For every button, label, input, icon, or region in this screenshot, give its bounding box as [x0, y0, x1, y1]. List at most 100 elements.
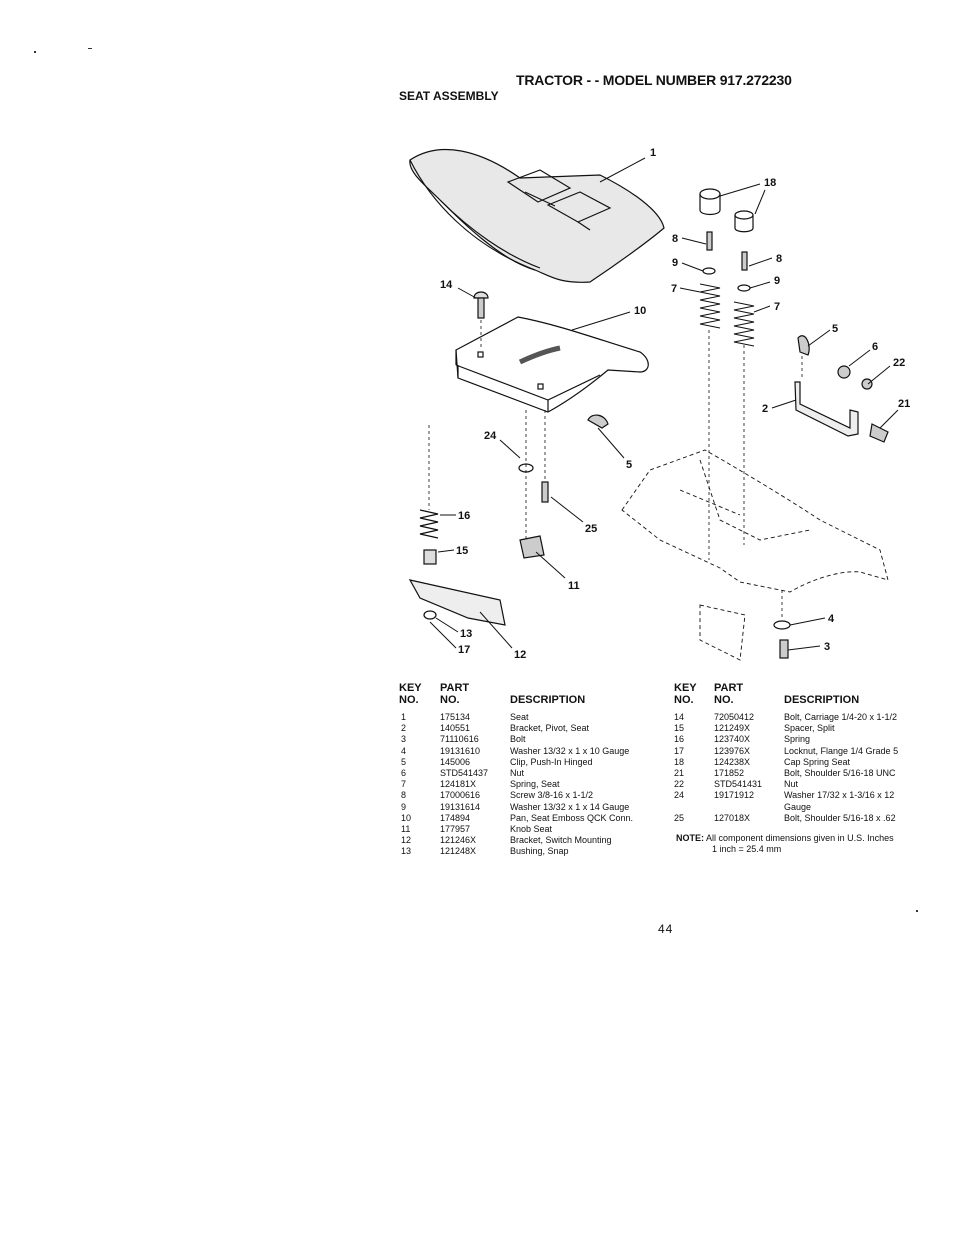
callout-label: 7 — [671, 283, 677, 295]
part-number-cell: 123740X — [714, 734, 751, 745]
callout-label: 8 — [776, 253, 782, 265]
callout-label: 8 — [672, 233, 678, 245]
callout-label: 13 — [460, 628, 472, 640]
callout-label: 5 — [626, 459, 632, 471]
description-cell: Seat — [510, 712, 529, 722]
description-cell: Clip, Push-In Hinged — [510, 756, 593, 767]
seat-part — [409, 148, 665, 283]
clip-part — [587, 414, 609, 429]
description-cell: Bolt, Shoulder 5/16-18 UNC — [784, 767, 896, 778]
part-number-cell: 71110616 — [440, 734, 479, 745]
callout-label: 2 — [762, 403, 768, 415]
callout-label: 9 — [774, 275, 780, 287]
part-number-cell: 177957 — [440, 823, 471, 834]
part-number-cell: STD541431 — [714, 779, 763, 790]
callout-label: 6 — [872, 341, 878, 353]
key-cell: 21 — [674, 767, 685, 778]
description-cell: Cap Spring Seat — [784, 756, 851, 767]
callout-label: 12 — [514, 649, 526, 661]
description-cell: Washer 17/32 x 1-3/16 x 12 — [784, 790, 895, 801]
key-cell: 11 — [401, 823, 411, 834]
callout-label: 16 — [458, 510, 470, 522]
part-number-cell: 19131610 — [440, 745, 481, 756]
callout-label: 10 — [634, 305, 646, 317]
key-cell: 4 — [401, 745, 407, 756]
description-cell: Screw 3/8-16 x 1-1/2 — [510, 790, 594, 801]
description-cell: Spacer, Split — [784, 723, 835, 734]
callout-label: 3 — [824, 641, 830, 653]
key-cell: 6 — [401, 767, 407, 778]
key-cell: 7 — [401, 779, 407, 790]
part-number-cell: 72050412 — [714, 712, 755, 722]
part-number-cell: 121246X — [440, 835, 477, 846]
shoulder-bolt-part — [541, 481, 549, 503]
part-number-cell: 123976X — [714, 745, 751, 756]
switch-bracket-part — [408, 579, 506, 626]
page-number: 44 — [658, 922, 674, 936]
part-number-cell: 121248X — [440, 846, 477, 857]
description-header: DESCRIPTION — [510, 694, 586, 706]
callout-label: 9 — [672, 257, 678, 269]
spring-part — [419, 509, 439, 539]
callout-label: 7 — [774, 301, 780, 313]
tractor-frame-outline — [621, 449, 889, 661]
callout-label: 14 — [440, 279, 453, 291]
note-text: All component dimensions given in U.S. I… — [706, 833, 894, 843]
part-number-cell: 145006 — [440, 756, 471, 767]
no-header: NO. — [674, 694, 694, 706]
part-number-cell: 174894 — [440, 812, 471, 823]
part-number-cell: 19131614 — [440, 801, 481, 812]
exploded-parts-diagram: 1 18 8 9 7 8 9 7 14 10 5 6 22 2 21 24 5 … — [408, 147, 910, 661]
screw-washer-part — [702, 231, 751, 292]
part-number-cell: 175134 — [440, 712, 471, 722]
key-cell: 24 — [674, 790, 685, 801]
part-number-cell: 17000616 — [440, 790, 481, 801]
key-cell: 8 — [401, 790, 407, 801]
description-cell: Knob Seat — [510, 823, 553, 834]
spacer-part — [423, 549, 437, 565]
scan-speck — [88, 48, 92, 49]
description-cell: Nut — [510, 767, 525, 778]
key-cell: 22 — [674, 779, 685, 790]
section-title: SEAT ASSEMBLY — [399, 89, 499, 103]
key-cell: 13 — [401, 846, 412, 857]
carriage-bolt-part — [473, 291, 489, 319]
key-cell: 3 — [401, 734, 407, 745]
key-cell: 17 — [674, 745, 685, 756]
seat-spring-part — [699, 283, 755, 347]
part-number-cell: 124181X — [440, 779, 477, 790]
key-cell: 9 — [401, 801, 407, 812]
part-no-header: NO. — [714, 694, 734, 706]
callout-label: 25 — [585, 523, 597, 535]
knob-seat-part — [519, 535, 545, 559]
key-cell: 16 — [674, 734, 685, 745]
key-cell: 18 — [674, 756, 685, 767]
pivot-bracket-part — [794, 335, 889, 443]
no-header: NO. — [399, 694, 419, 706]
description-cell: Nut — [784, 779, 799, 790]
description-cell: Bushing, Snap — [510, 846, 569, 857]
part-header: PART — [714, 682, 744, 694]
part-number-cell: 121249X — [714, 723, 751, 734]
key-header: KEY — [674, 682, 697, 694]
description-cell: Spring, Seat — [510, 779, 560, 790]
description-cell: Washer 13/32 x 1 x 14 Gauge — [510, 801, 630, 812]
note-conversion: 1 inch = 25.4 mm — [712, 844, 782, 854]
description-cell: Bolt, Shoulder 5/16-18 x .62 — [784, 812, 896, 823]
callout-label: 21 — [898, 398, 910, 410]
part-number-cell: 140551 — [440, 723, 471, 734]
key-cell: 5 — [401, 756, 407, 767]
description-cell: Bolt, Carriage 1/4-20 x 1-1/2 — [784, 712, 898, 722]
callout-label: 18 — [764, 177, 776, 189]
description-cell: Locknut, Flange 1/4 Grade 5 — [784, 745, 899, 756]
part-no-header: NO. — [440, 694, 460, 706]
part-number-cell: STD541437 — [440, 767, 489, 778]
note-label: NOTE: — [676, 833, 704, 843]
key-cell: 12 — [401, 835, 412, 846]
callout-label: 1 — [650, 147, 656, 159]
key-cell: 15 — [674, 723, 685, 734]
part-number-cell: 171852 — [714, 767, 745, 778]
description-cell: Bolt — [510, 734, 526, 745]
